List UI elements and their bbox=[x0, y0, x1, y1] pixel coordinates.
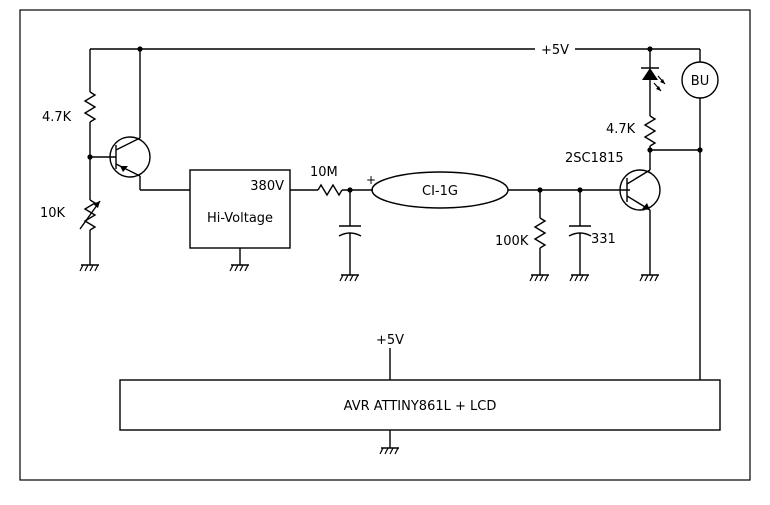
resistor-4k7-left bbox=[83, 49, 97, 200]
transistor-2sc1815-label: 2SC1815 bbox=[565, 151, 624, 166]
capacitor-331 bbox=[568, 190, 592, 282]
ground-mcu bbox=[379, 430, 399, 455]
mcu-block bbox=[119, 379, 721, 431]
signal-wire-right bbox=[697, 98, 703, 380]
transistor-2sc1815 bbox=[619, 150, 661, 282]
resistor-4k7-right bbox=[643, 115, 700, 153]
tube-label: CI-1G bbox=[422, 184, 458, 199]
tube-plus-sign: + bbox=[366, 173, 376, 187]
resistor-4k7-right-label: 4.7K bbox=[606, 122, 636, 137]
outer-frame bbox=[19, 9, 751, 481]
ground-left bbox=[79, 264, 99, 272]
resistor-10m-label: 10M bbox=[310, 165, 338, 180]
buzzer-label: BU bbox=[691, 74, 709, 89]
supply-rail-top bbox=[90, 46, 701, 62]
hv-block-label: Hi-Voltage bbox=[207, 211, 273, 226]
resistor-10m bbox=[290, 183, 373, 197]
transistor-left bbox=[90, 49, 190, 191]
mcu-label: AVR ATTINY861L + LCD bbox=[344, 399, 497, 414]
resistor-100k-label: 100K bbox=[495, 234, 529, 249]
potentiometer-10k bbox=[79, 199, 101, 265]
mcu-supply-label: +5V bbox=[376, 333, 404, 348]
resistor-100k bbox=[529, 190, 549, 282]
ground-hv bbox=[229, 248, 249, 272]
hv-voltage-label: 380V bbox=[250, 179, 284, 194]
resistor-4k7-left-label: 4.7K bbox=[42, 110, 72, 125]
supply-top-label: +5V bbox=[541, 43, 569, 58]
led bbox=[641, 49, 666, 116]
potentiometer-10k-label: 10K bbox=[40, 206, 66, 221]
capacitor-331-label: 331 bbox=[591, 232, 616, 247]
tube-output-net bbox=[508, 187, 630, 193]
capacitor-hv bbox=[338, 190, 362, 282]
